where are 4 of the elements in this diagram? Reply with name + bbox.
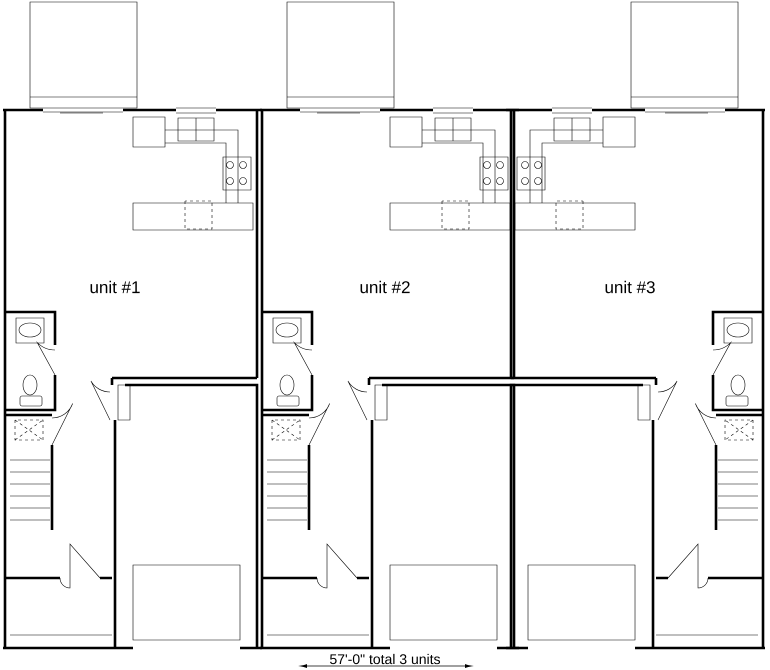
dimension-label: 57'-0" total 3 units [328,652,442,666]
room-label: unit #3 [606,280,655,294]
room-label: unit #1 [90,280,140,294]
room-label: unit #2 [360,280,410,294]
